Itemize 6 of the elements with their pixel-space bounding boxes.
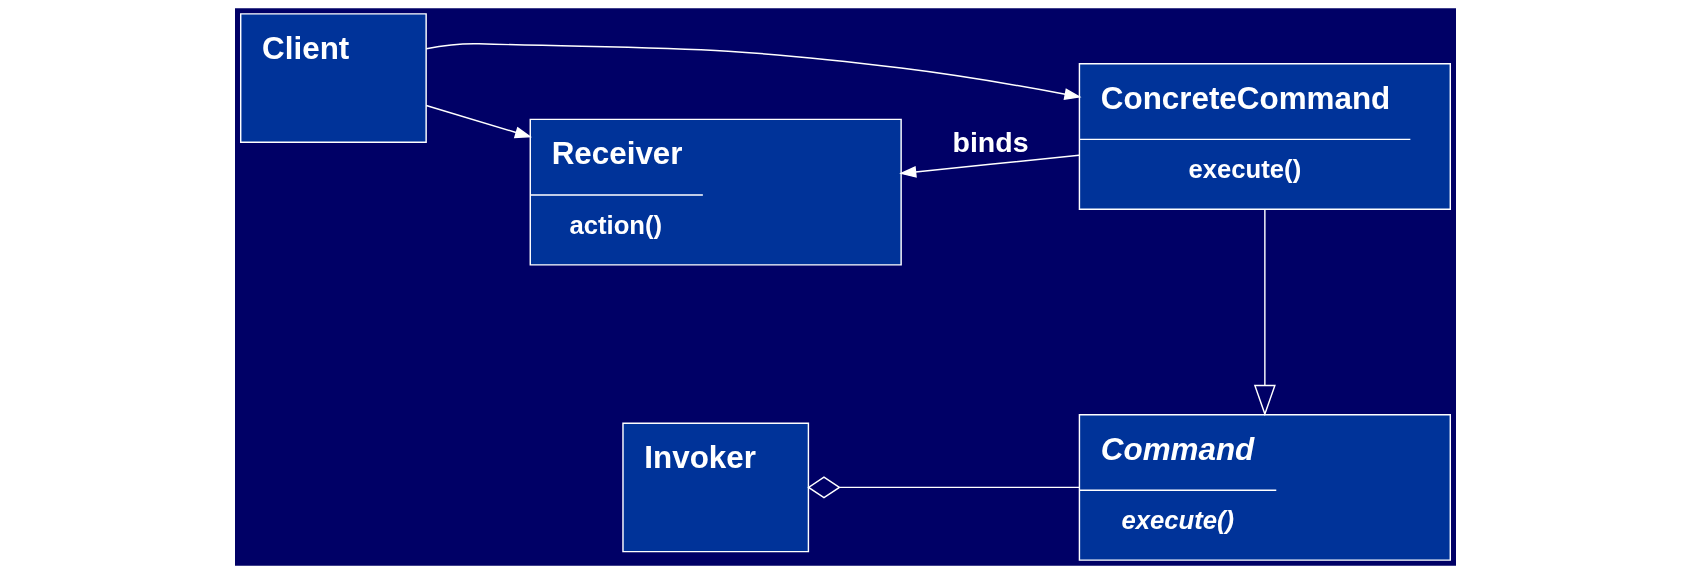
arrow [1253, 209, 1276, 417]
arrow [425, 104, 532, 139]
connector [807, 476, 1080, 499]
arrow [425, 43, 1082, 101]
arrow [899, 154, 1080, 178]
edge-label: binds [952, 126, 1029, 159]
